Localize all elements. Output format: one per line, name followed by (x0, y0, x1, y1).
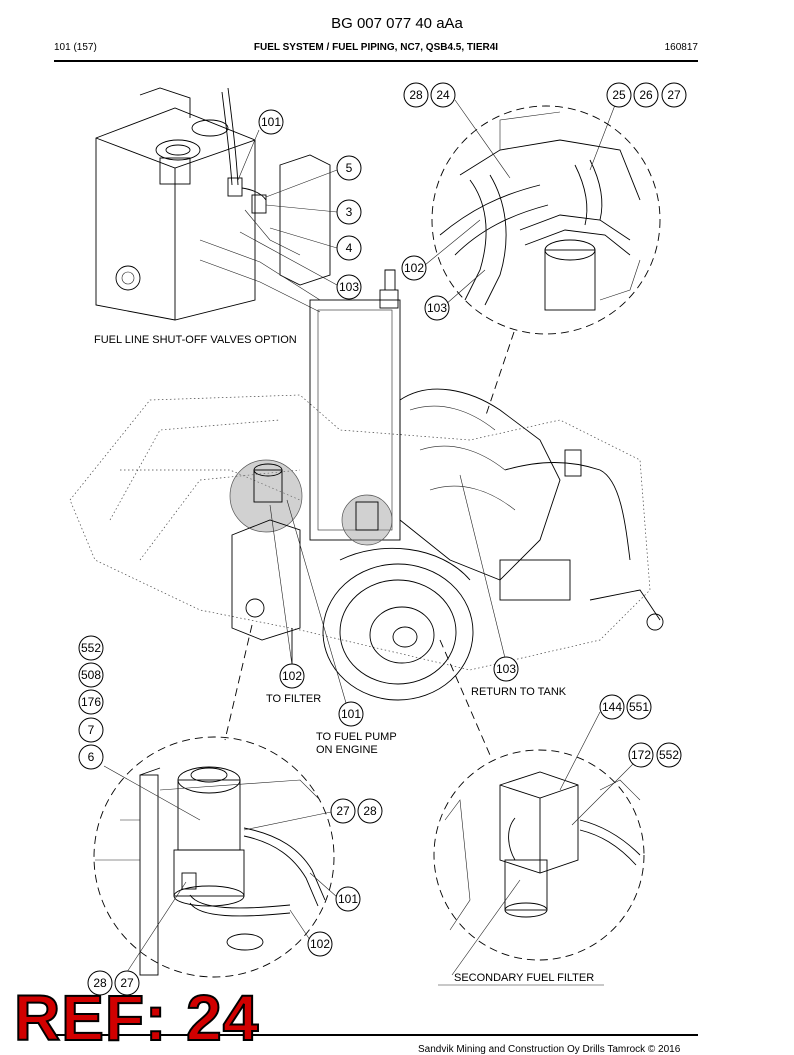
callout-101: 101 (338, 701, 364, 727)
footer-divider (54, 1034, 698, 1036)
svg-text:103: 103 (496, 662, 516, 676)
svg-text:25: 25 (612, 88, 626, 102)
engine-fuel-piping-detail (424, 99, 661, 335)
svg-text:6: 6 (88, 750, 95, 764)
svg-text:7: 7 (88, 723, 95, 737)
svg-text:172: 172 (631, 748, 651, 762)
center-leaders (269, 474, 506, 704)
svg-text:101: 101 (341, 707, 361, 721)
callout-101: 101 (335, 886, 361, 912)
svg-text:101: 101 (338, 892, 358, 906)
svg-text:27: 27 (667, 88, 681, 102)
callout-5: 5 (336, 155, 362, 181)
primary-filter-detail (93, 736, 335, 978)
svg-text:28: 28 (93, 976, 107, 990)
callout-103: 103 (336, 274, 362, 300)
svg-text:103: 103 (427, 301, 447, 315)
svg-text:28: 28 (409, 88, 423, 102)
callout-26: 26 (633, 82, 659, 108)
callout-102: 102 (279, 663, 305, 689)
callout-27: 27 (661, 82, 687, 108)
callout-102: 102 (401, 255, 427, 281)
svg-text:5: 5 (346, 161, 353, 175)
svg-text:24: 24 (436, 88, 450, 102)
callout-103: 103 (493, 656, 519, 682)
svg-text:101: 101 (261, 115, 281, 129)
svg-text:551: 551 (629, 700, 649, 714)
svg-text:552: 552 (81, 641, 101, 655)
callout-25: 25 (606, 82, 632, 108)
copyright-text: Sandvik Mining and Construction Oy Drill… (418, 1044, 681, 1055)
svg-text:508: 508 (81, 668, 101, 682)
header-divider (54, 60, 698, 62)
page-number: 101 (157) (54, 42, 97, 53)
callout-27: 27 (330, 798, 356, 824)
return-to-tank-label: RETURN TO TANK (471, 686, 567, 698)
on-engine-label: ON ENGINE (316, 744, 378, 756)
callout-4: 4 (336, 235, 362, 261)
ref-stamp: REF: 24 (13, 982, 260, 1054)
svg-text:144: 144 (602, 700, 622, 714)
svg-text:26: 26 (639, 88, 653, 102)
svg-text:176: 176 (81, 695, 101, 709)
svg-text:27: 27 (336, 804, 350, 818)
svg-text:103: 103 (339, 280, 359, 294)
svg-text:4: 4 (346, 241, 353, 255)
callout-101: 101 (258, 109, 284, 135)
svg-text:102: 102 (404, 261, 424, 275)
machine-overview (69, 269, 664, 701)
tank-valve-detail (95, 87, 331, 321)
callout-27: 27 (114, 970, 140, 996)
secondary-fuel-filter-label: SECONDARY FUEL FILTER (454, 972, 594, 984)
callout-6: 6 (78, 744, 104, 770)
callout-552: 552 (656, 742, 682, 768)
to-filter-label: TO FILTER (266, 693, 321, 705)
callout-102: 102 (307, 931, 333, 957)
shutoff-option-label: FUEL LINE SHUT-OFF VALVES OPTION (94, 334, 297, 346)
secondary-filter-detail (433, 711, 645, 961)
svg-text:102: 102 (310, 937, 330, 951)
callout-24: 24 (430, 82, 456, 108)
svg-text:27: 27 (120, 976, 134, 990)
document-code: BG 007 077 40 aAa (331, 15, 463, 32)
callout-28: 28 (357, 798, 383, 824)
callout-leaders (103, 129, 604, 986)
callout-551: 551 (626, 694, 652, 720)
to-fuel-pump-label: TO FUEL PUMP (316, 731, 397, 743)
page-title: FUEL SYSTEM / FUEL PIPING, NC7, QSB4.5, … (253, 42, 499, 53)
callout-103: 103 (424, 295, 450, 321)
callout-28: 28 (403, 82, 429, 108)
document-date: 160817 (664, 42, 698, 53)
svg-text:28: 28 (363, 804, 377, 818)
callout-172: 172 (628, 742, 654, 768)
callout-552: 552 (78, 635, 104, 661)
callout-144: 144 (599, 694, 625, 720)
callout-508: 508 (78, 662, 104, 688)
svg-text:552: 552 (659, 748, 679, 762)
callout-28: 28 (87, 970, 113, 996)
callout-7: 7 (78, 717, 104, 743)
callout-176: 176 (78, 689, 104, 715)
svg-text:3: 3 (346, 205, 353, 219)
callout-3: 3 (336, 199, 362, 225)
svg-text:102: 102 (282, 669, 302, 683)
